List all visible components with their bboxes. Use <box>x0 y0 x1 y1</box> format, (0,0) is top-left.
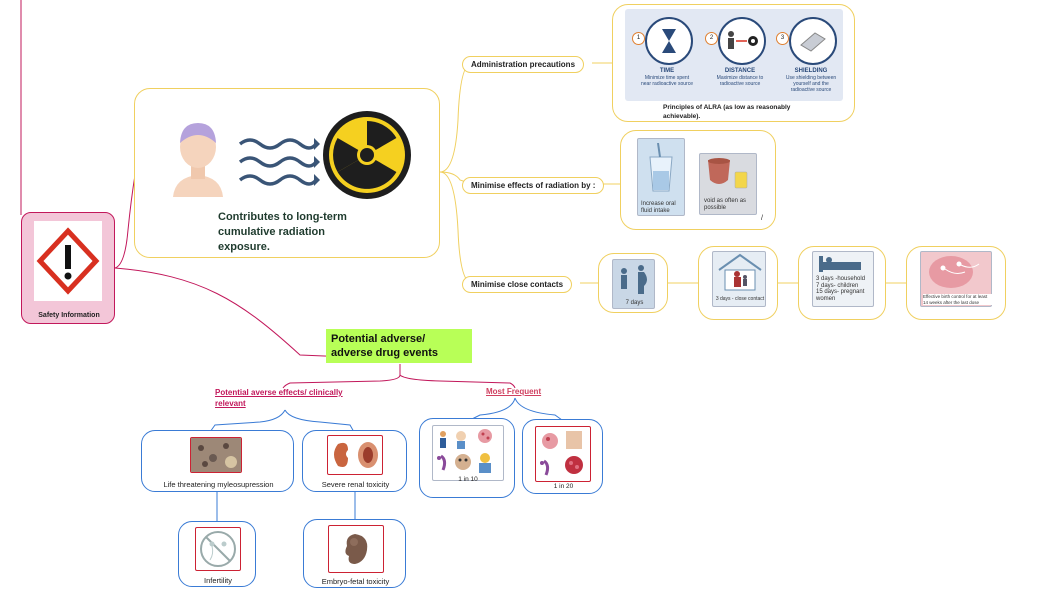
step-number: 2 <box>705 32 718 45</box>
effects-mark: / <box>761 215 763 222</box>
infertility-node[interactable]: Infertility <box>178 521 256 587</box>
root-node[interactable]: Safety Information <box>21 212 115 324</box>
hourglass-icon <box>645 17 693 65</box>
distance-desc: Maximize distance to radioactive source <box>716 75 764 87</box>
kidney-image <box>327 435 383 475</box>
myelo-node[interactable]: Life threatening myleosupression <box>141 430 294 492</box>
time-item: 1 TIME Minimize time spent near radioact… <box>627 15 699 101</box>
household-caption: 3 days -household 7 days- children 15 da… <box>816 276 866 302</box>
pregnant-image: 7 days <box>612 259 655 309</box>
hazard-icon <box>34 221 102 301</box>
one-in-20-image <box>535 426 591 482</box>
admin-precautions-label[interactable]: Administration precautions <box>462 56 585 73</box>
void-caption: void as often as possible <box>704 198 747 211</box>
central-text: Contributes to long-term cumulative radi… <box>218 211 347 253</box>
shield-icon <box>789 17 837 65</box>
distance-item: 2 DISTANCE Maximize distance to radioact… <box>700 15 772 101</box>
pregnant-caption: 7 days <box>625 300 644 306</box>
one-in-20-caption: 1 in 20 <box>553 483 574 490</box>
bone-marrow-image <box>190 437 242 473</box>
renal-node[interactable]: Severe renal toxicity <box>302 430 407 492</box>
one-in-10-node[interactable]: 1 in 10 <box>419 418 515 498</box>
central-node[interactable]: Contributes to long-term cumulative radi… <box>134 88 440 258</box>
waves-icon <box>238 134 320 189</box>
distance-title: DISTANCE <box>724 68 756 74</box>
adverse-title-text: Potential adverse/ adverse drug events <box>331 333 438 359</box>
myelo-caption: Life threatening myleosupression <box>163 480 274 489</box>
pregnant-node[interactable]: 7 days <box>598 253 668 313</box>
close-caption: 3 days - close contact <box>715 296 765 302</box>
distance-icon <box>718 17 766 65</box>
one-in-20-node[interactable]: 1 in 20 <box>522 419 603 494</box>
one-in-10-image <box>432 425 504 481</box>
step-number: 1 <box>632 32 645 45</box>
bed-image: 3 days -household 7 days- children 15 da… <box>812 251 874 307</box>
time-desc: Minimize time spent near radioactive sou… <box>641 75 693 87</box>
minimise-effects-label[interactable]: Minimise effects of radiation by : <box>462 177 605 194</box>
radiation-icon <box>321 109 413 201</box>
frequent-label[interactable]: Most Frequent <box>486 387 542 396</box>
person-icon <box>163 117 233 197</box>
embryo-image <box>328 525 384 573</box>
water-glass-image: Increase oral fluid intake <box>637 138 685 216</box>
shielding-desc: Use shielding between yourself and the r… <box>785 75 837 93</box>
time-title: TIME <box>659 68 675 74</box>
root-label: Safety Information <box>38 312 100 319</box>
minimise-contacts-label[interactable]: Minimise close contacts <box>462 276 573 293</box>
close-contact-node[interactable]: 3 days - close contact <box>698 246 778 320</box>
shielding-title: SHIELDING <box>794 68 828 74</box>
shielding-item: 3 SHIELDING Use shielding between yourse… <box>771 15 843 101</box>
sperm-image: Effective birth control for at least 14 … <box>920 251 993 307</box>
alra-panel: 1 TIME Minimize time spent near radioact… <box>625 9 843 101</box>
urinal-image: void as often as possible <box>699 153 757 215</box>
one-in-10-caption: 1 in 10 <box>458 476 478 483</box>
birth-control-caption: Effective birth control for at least 14 … <box>923 294 993 305</box>
alra-node[interactable]: 1 TIME Minimize time spent near radioact… <box>612 4 855 122</box>
infertility-image <box>195 527 241 571</box>
clinical-label[interactable]: Potential averse effects/ clinically rel… <box>215 388 343 408</box>
effects-node[interactable]: Increase oral fluid intake void as often… <box>620 130 776 230</box>
birth-control-node[interactable]: Effective birth control for at least 14 … <box>906 246 1006 320</box>
infertility-caption: Infertility <box>204 576 232 585</box>
fluid-caption: Increase oral fluid intake <box>641 201 676 214</box>
step-number: 3 <box>776 32 789 45</box>
household-node[interactable]: 3 days -household 7 days- children 15 da… <box>798 246 886 320</box>
renal-caption: Severe renal toxicity <box>321 480 390 489</box>
adverse-title[interactable]: Potential adverse/ adverse drug events <box>326 329 472 363</box>
embryo-caption: Embryo-fetal toxicity <box>321 577 390 586</box>
alra-caption: Principles of ALRA (as low as reasonably… <box>663 104 791 120</box>
embryo-node[interactable]: Embryo-fetal toxicity <box>303 519 406 588</box>
house-image: 3 days - close contact <box>712 251 766 307</box>
